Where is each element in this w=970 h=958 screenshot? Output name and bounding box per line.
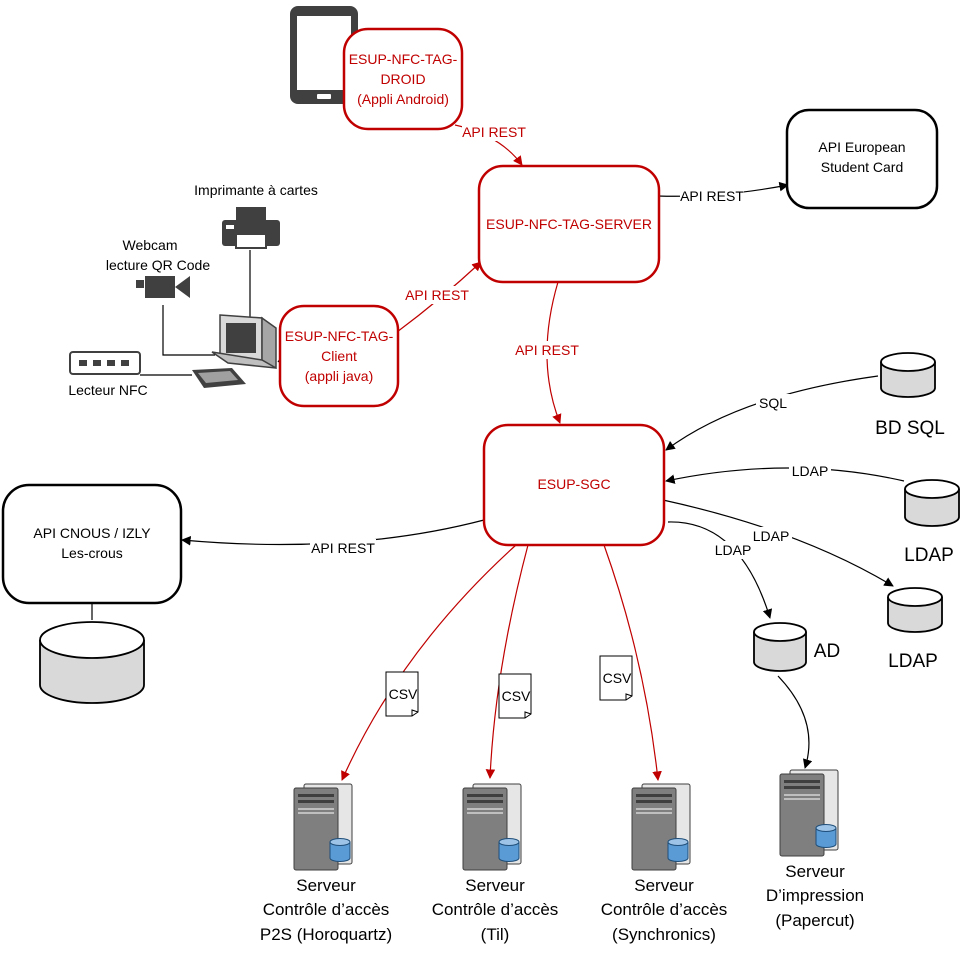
svg-text:CSV: CSV bbox=[502, 688, 531, 704]
server-icon-sync bbox=[631, 783, 691, 871]
svg-text:API European: API European bbox=[818, 139, 905, 155]
csv-document-icon-1: CSV bbox=[385, 671, 419, 717]
svg-text:Serveur: Serveur bbox=[296, 876, 356, 895]
database-icon-ldap1 bbox=[904, 479, 960, 527]
svg-text:Serveur: Serveur bbox=[785, 862, 845, 881]
edge-label-client-server: API REST bbox=[405, 286, 469, 304]
svg-text:API REST: API REST bbox=[515, 342, 579, 358]
node-esc: API European Student Card bbox=[785, 108, 939, 210]
edge-label-ldap-ad: LDAP bbox=[712, 541, 754, 559]
svg-text:API REST: API REST bbox=[405, 287, 469, 303]
svg-text:LDAP: LDAP bbox=[792, 463, 829, 479]
node-droid: ESUP-NFC-TAG- DROID (Appli Android) bbox=[342, 27, 464, 131]
svg-text:ESUP-NFC-TAG-: ESUP-NFC-TAG- bbox=[349, 51, 458, 67]
svg-text:API REST: API REST bbox=[680, 188, 744, 204]
node-cnous: API CNOUS / IZLY Les-crous bbox=[1, 483, 183, 605]
ldap1-label: LDAP bbox=[904, 545, 954, 566]
database-icon-ad bbox=[753, 622, 807, 672]
edge-label-droid-server: API REST bbox=[462, 123, 526, 141]
svg-text:CSV: CSV bbox=[603, 670, 632, 686]
svg-text:SQL: SQL bbox=[759, 395, 787, 411]
webcam-icon bbox=[136, 276, 190, 298]
svg-text:Les-crous: Les-crous bbox=[61, 545, 122, 561]
edge-sgc-p2s bbox=[341, 544, 517, 781]
computer-icon bbox=[192, 314, 277, 388]
svg-text:(Til): (Til) bbox=[481, 925, 510, 944]
cnous-database-icon bbox=[39, 621, 145, 704]
ad-label: AD bbox=[814, 641, 840, 662]
svg-text:(Synchronics): (Synchronics) bbox=[612, 925, 716, 944]
svg-text:(Appli Android): (Appli Android) bbox=[357, 91, 449, 107]
svg-text:API REST: API REST bbox=[311, 540, 375, 556]
edge-label-ldap-in: LDAP bbox=[789, 462, 831, 480]
tablet-icon bbox=[290, 6, 358, 104]
edge-sgc-til bbox=[485, 544, 529, 779]
svg-text:DROID: DROID bbox=[380, 71, 425, 87]
svg-text:Serveur: Serveur bbox=[465, 876, 525, 895]
database-icon-bdsql bbox=[880, 352, 936, 398]
reader-label: Lecteur NFC bbox=[68, 382, 147, 398]
svg-text:P2S (Horoquartz): P2S (Horoquartz) bbox=[260, 925, 392, 944]
ldap2-label: LDAP bbox=[888, 651, 938, 672]
svg-text:CSV: CSV bbox=[389, 686, 418, 702]
svg-text:Client: Client bbox=[321, 348, 357, 364]
server-label-sync: Serveur Contrôle d’accès (Synchronics) bbox=[601, 876, 728, 944]
edge-ldap-sgc bbox=[665, 467, 905, 484]
edge-label-ldap-out: LDAP bbox=[750, 527, 792, 545]
database-icon-ldap2 bbox=[887, 587, 943, 633]
server-icon-til bbox=[462, 783, 522, 871]
edge-label-server-sgc: API REST bbox=[514, 341, 580, 359]
svg-text:Student Card: Student Card bbox=[821, 159, 904, 175]
svg-text:Contrôle d’accès: Contrôle d’accès bbox=[263, 900, 390, 919]
cable-webcam-computer bbox=[162, 305, 215, 356]
svg-text:ESUP-NFC-TAG-: ESUP-NFC-TAG- bbox=[285, 328, 394, 344]
server-label-p2s: Serveur Contrôle d’accès P2S (Horoquartz… bbox=[260, 876, 392, 944]
svg-text:API REST: API REST bbox=[462, 124, 526, 140]
printer-label: Imprimante à cartes bbox=[194, 182, 318, 198]
node-client: ESUP-NFC-TAG- Client (appli java) bbox=[278, 304, 400, 408]
svg-text:Contrôle d’accès: Contrôle d’accès bbox=[601, 900, 728, 919]
node-server: ESUP-NFC-TAG-SERVER bbox=[477, 164, 661, 284]
printer-icon bbox=[222, 207, 280, 249]
svg-text:(Papercut): (Papercut) bbox=[775, 911, 854, 930]
edge-ad-print bbox=[777, 675, 813, 769]
edge-bdsql-sgc bbox=[665, 375, 879, 451]
edge-label-server-esc: API REST bbox=[680, 187, 744, 205]
svg-text:LDAP: LDAP bbox=[715, 542, 752, 558]
svg-text:Serveur: Serveur bbox=[634, 876, 694, 895]
server-icon-print bbox=[779, 769, 839, 857]
csv-document-icon-2: CSV bbox=[498, 673, 532, 719]
svg-text:LDAP: LDAP bbox=[753, 528, 790, 544]
bdsql-label: BD SQL bbox=[875, 418, 945, 439]
svg-text:ESUP-SGC: ESUP-SGC bbox=[537, 476, 610, 492]
server-label-til: Serveur Contrôle d’accès (Til) bbox=[432, 876, 559, 944]
svg-text:API CNOUS / IZLY: API CNOUS / IZLY bbox=[33, 525, 151, 541]
nfc-reader-icon bbox=[69, 351, 141, 375]
node-sgc: ESUP-SGC bbox=[482, 423, 666, 547]
edge-sgc-sync bbox=[603, 544, 662, 781]
webcam-label-line2: lecture QR Code bbox=[106, 257, 210, 273]
svg-text:Contrôle d’accès: Contrôle d’accès bbox=[432, 900, 559, 919]
csv-document-icon-3: CSV bbox=[599, 655, 633, 701]
webcam-label-line1: Webcam bbox=[123, 237, 178, 253]
svg-text:D’impression: D’impression bbox=[766, 886, 864, 905]
server-icon-p2s bbox=[293, 783, 353, 871]
svg-text:ESUP-NFC-TAG-SERVER: ESUP-NFC-TAG-SERVER bbox=[486, 216, 652, 232]
edge-label-sgc-cnous: API REST bbox=[310, 539, 376, 557]
server-label-print: Serveur D’impression (Papercut) bbox=[766, 862, 864, 930]
edge-label-sql: SQL bbox=[756, 394, 790, 412]
svg-text:(appli java): (appli java) bbox=[305, 368, 373, 384]
